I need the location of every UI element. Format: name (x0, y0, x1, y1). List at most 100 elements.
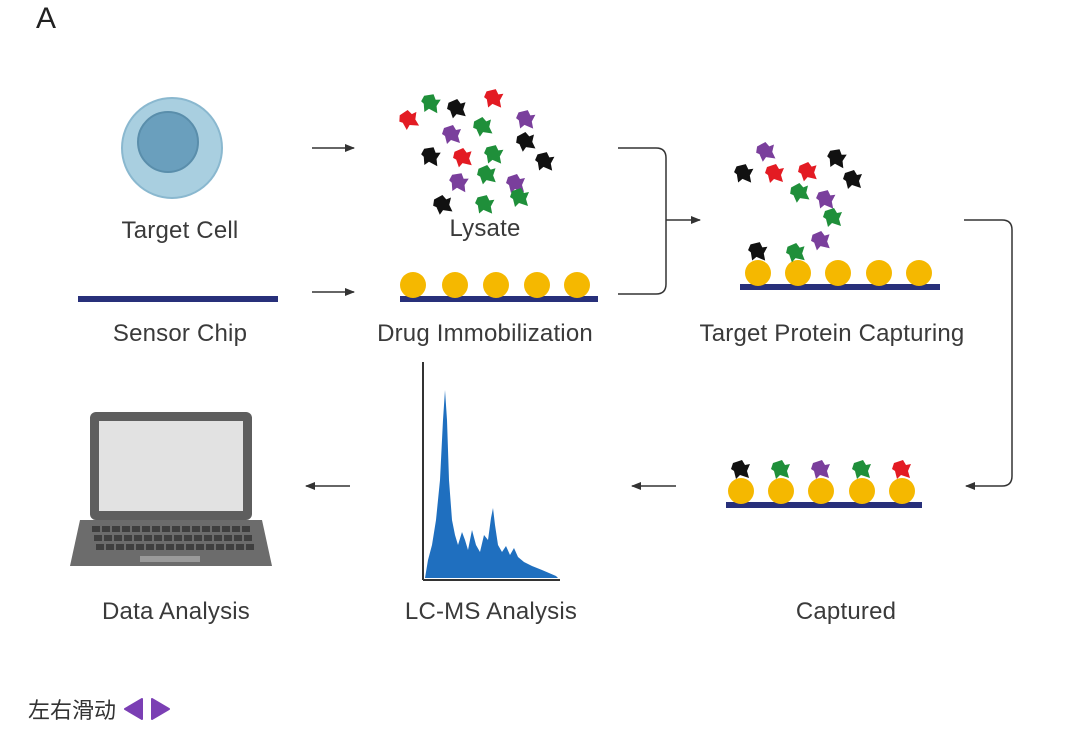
protein-glyph (771, 460, 790, 479)
drug-bead (400, 272, 426, 298)
lc-ms-spectrum-icon (422, 362, 560, 581)
protein-glyph (474, 194, 495, 215)
protein-glyph (510, 188, 529, 207)
laptop-key (132, 526, 140, 532)
drug-bead (564, 272, 590, 298)
drug-bead (728, 478, 754, 504)
laptop-key (202, 526, 210, 532)
label-data-analysis: Data Analysis (101, 598, 251, 625)
spectrum-peaks (425, 390, 558, 578)
protein-glyph (471, 115, 494, 138)
protein-glyph (852, 460, 871, 479)
capture-proteins (733, 140, 862, 263)
arrow-left-icon[interactable] (122, 697, 144, 721)
laptop-key (112, 526, 120, 532)
laptop-key (102, 526, 110, 532)
protein-glyph (754, 140, 777, 163)
laptop-key (224, 535, 232, 541)
laptop-key (204, 535, 212, 541)
protein-glyph (815, 189, 836, 210)
laptop-key (162, 526, 170, 532)
laptop-key (164, 535, 172, 541)
laptop-key (246, 544, 254, 550)
captured-beads (728, 478, 915, 504)
laptop-key (154, 535, 162, 541)
swipe-hint: 左右滑动 (28, 692, 172, 726)
drug-bead (849, 478, 875, 504)
target-cell-icon (121, 97, 223, 199)
drug-bead (745, 260, 771, 286)
laptop-icon (70, 412, 272, 566)
protein-glyph (447, 171, 470, 194)
chip-surface (400, 296, 598, 302)
protein-glyph (515, 109, 536, 130)
protein-glyph (419, 145, 442, 168)
swipe-hint-text: 左右滑动 (28, 699, 117, 724)
protein-glyph (765, 164, 784, 183)
protein-glyph (810, 230, 831, 251)
laptop-key (236, 544, 244, 550)
laptop-key (222, 526, 230, 532)
laptop-key (142, 526, 150, 532)
protein-glyph (823, 208, 842, 227)
laptop-key (206, 544, 214, 550)
capture-chip-surface (740, 284, 940, 290)
label-captured: Captured (795, 598, 897, 625)
protein-glyph (785, 242, 806, 263)
laptop-key (182, 526, 190, 532)
laptop-key (226, 544, 234, 550)
laptop-key (192, 526, 200, 532)
laptop-base (70, 520, 272, 566)
drug-bead (768, 478, 794, 504)
laptop-key (174, 535, 182, 541)
drug-bead (442, 272, 468, 298)
drug-bead (889, 478, 915, 504)
laptop-key (134, 535, 142, 541)
sensor-chip-bar (78, 296, 278, 302)
protein-glyph (534, 151, 555, 172)
laptop-key (136, 544, 144, 550)
laptop-key (186, 544, 194, 550)
laptop-trackpad (140, 556, 200, 562)
drug-bead (483, 272, 509, 298)
protein-glyph (788, 181, 811, 204)
laptop-key (194, 535, 202, 541)
protein-glyph (825, 147, 848, 170)
laptop-key (232, 526, 240, 532)
protein-glyph (419, 92, 442, 115)
cell-nucleus (137, 111, 199, 173)
drug-bead (785, 260, 811, 286)
label-sensor-chip: Sensor Chip (112, 320, 248, 347)
laptop-key (166, 544, 174, 550)
laptop-key (184, 535, 192, 541)
protein-glyph (431, 193, 454, 216)
laptop-screen (99, 421, 243, 511)
protein-glyph (397, 107, 421, 132)
laptop-key (106, 544, 114, 550)
protein-glyph (733, 163, 754, 184)
drug-bead (906, 260, 932, 286)
arrow-right-icon[interactable] (150, 697, 172, 721)
laptop-key (216, 544, 224, 550)
drug-bead (808, 478, 834, 504)
label-lc-ms-analysis: LC-MS Analysis (404, 598, 578, 625)
drug-bead (866, 260, 892, 286)
laptop-key (242, 526, 250, 532)
panel-letter: A (36, 2, 57, 35)
laptop-key (92, 526, 100, 532)
arrow-capturing-to-captured (964, 219, 1013, 490)
label-target-cell: Target Cell (121, 217, 239, 244)
laptop-key (196, 544, 204, 550)
protein-glyph (442, 125, 461, 144)
protein-glyph (747, 241, 768, 262)
laptop-key (96, 544, 104, 550)
drug-beads (400, 272, 590, 298)
protein-glyph (476, 164, 497, 185)
laptop-keyboard (92, 526, 254, 550)
protein-glyph (452, 147, 473, 168)
protein-glyph (797, 161, 818, 182)
drug-bead (524, 272, 550, 298)
capture-chip (733, 140, 940, 290)
drug-bead (825, 260, 851, 286)
protein-glyph (514, 130, 537, 153)
